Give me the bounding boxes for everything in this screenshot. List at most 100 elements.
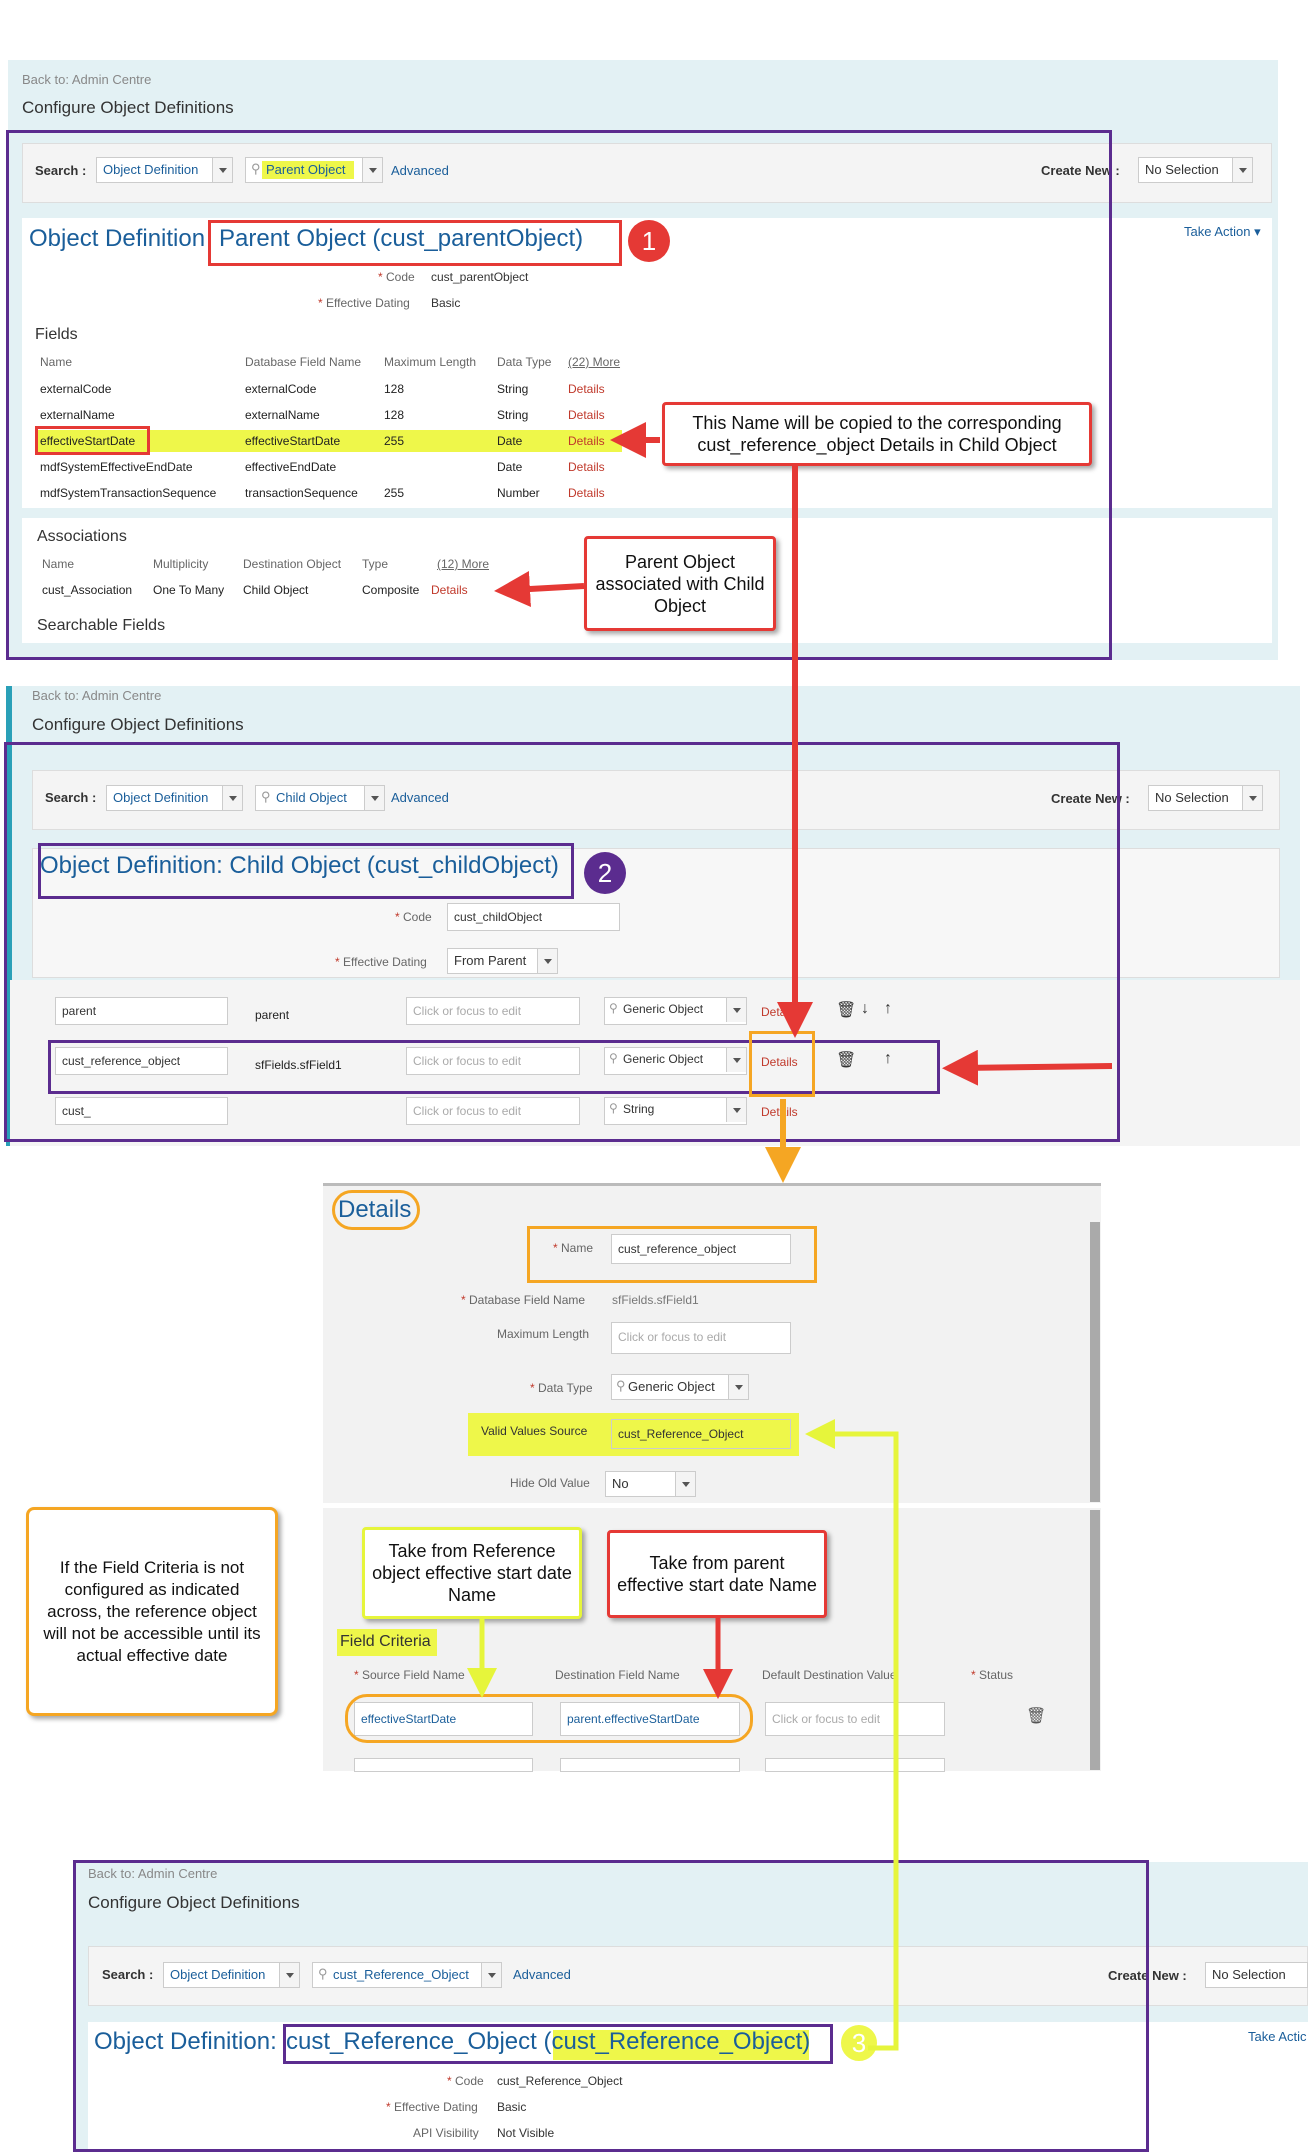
name-field[interactable]: cust_reference_object — [611, 1234, 791, 1264]
search-value-select[interactable]: ⚲cust_Reference_Object — [312, 1962, 502, 1988]
fields-column-header[interactable]: (22) More — [568, 355, 621, 369]
fields-column-header: Data Type — [497, 355, 552, 369]
create-new-select[interactable]: No Selection — [1138, 157, 1253, 183]
associations-column-header[interactable]: (12) More — [437, 557, 490, 571]
back-link[interactable]: Back to: Admin Centre — [88, 1866, 218, 1881]
field-name-input[interactable]: cust_reference_object — [55, 1047, 228, 1075]
details-link[interactable]: Details — [761, 1105, 798, 1119]
hide-old-value-label: Hide Old Value — [510, 1476, 590, 1490]
effective-dating-label: * Effective Dating — [335, 955, 427, 969]
max-length-input[interactable]: Click or focus to edit — [406, 1097, 580, 1125]
hide-old-value-select[interactable]: No — [605, 1471, 696, 1497]
trash-icon[interactable]: 🗑 — [836, 1002, 857, 1019]
page-title: Configure Object Definitions — [88, 1893, 300, 1912]
back-link[interactable]: Back to: Admin Centre — [32, 688, 162, 703]
annotation-box-name — [527, 1226, 817, 1283]
field-criteria-title: Field Criteria — [340, 1633, 431, 1650]
callout-take-from-parent: Take from parent effective start date Na… — [607, 1530, 827, 1618]
table-cell: One To Many — [153, 583, 225, 597]
effective-dating-label: * Effective Dating — [318, 296, 410, 310]
take-action-menu[interactable]: Take Actic — [1248, 2029, 1307, 2044]
arrow-ref-to-valid-values — [805, 1419, 899, 2051]
fc-source-field-2[interactable] — [354, 1758, 533, 1772]
fc-default-field[interactable]: Click or focus to edit — [765, 1702, 945, 1736]
api-visibility-value: Not Visible — [497, 2126, 555, 2140]
max-length-field[interactable]: Click or focus to edit — [611, 1322, 791, 1354]
fc-col-status: * Status — [971, 1668, 1014, 1682]
fc-col-destination: Destination Field Name — [555, 1668, 680, 1682]
field-name-input[interactable]: parent — [55, 997, 228, 1025]
details-link[interactable]: Details — [568, 408, 605, 422]
details-link[interactable]: Details — [568, 486, 605, 500]
table-cell: effectiveStartDate — [40, 434, 136, 448]
arrow-up-icon[interactable]: ↑ — [884, 1000, 892, 1017]
back-link[interactable]: Back to: Admin Centre — [22, 72, 152, 87]
arrow-up-icon[interactable]: ↑ — [884, 1050, 892, 1067]
max-length-label: Maximum Length — [497, 1327, 590, 1341]
details-link[interactable]: Details — [431, 583, 468, 597]
fc-col-source: * Source Field Name — [354, 1668, 465, 1682]
arrow-to-reference-row — [942, 1049, 1113, 1086]
trash-icon[interactable]: 🗑 — [836, 1052, 857, 1069]
advanced-link[interactable]: Advanced — [391, 790, 449, 805]
code-value: cust_Reference_Object — [497, 2074, 623, 2088]
search-type-select[interactable]: Object Definition — [96, 157, 233, 183]
heading-highlight — [553, 2030, 809, 2060]
details-link[interactable]: Details — [568, 382, 605, 396]
data-type-select[interactable]: ⚲Generic Object — [611, 1374, 749, 1400]
code-value: cust_parentObject — [431, 270, 529, 284]
effective-dating-select[interactable]: From Parent — [447, 948, 558, 974]
field-name-input[interactable]: cust_ — [55, 1097, 228, 1125]
create-new-select[interactable]: No Selection — [1205, 1962, 1308, 1988]
annotation-box-heading — [208, 220, 622, 266]
panel2-left-bar — [6, 686, 12, 1146]
code-field[interactable]: cust_childObject — [447, 903, 620, 931]
details-link[interactable]: Details — [568, 460, 605, 474]
advanced-link[interactable]: Advanced — [391, 163, 449, 178]
table-cell: mdfSystemEffectiveEndDate — [40, 460, 193, 474]
take-action-menu[interactable]: Take Action ▾ — [1184, 224, 1261, 239]
fc-destination-field[interactable]: parent.effectiveStartDate — [560, 1702, 740, 1736]
table-cell: externalCode — [40, 382, 112, 396]
step-badge-1: 1 — [628, 220, 670, 262]
table-cell: Composite — [362, 583, 420, 597]
create-new-label: Create New : — [1051, 791, 1130, 806]
object-definition-heading: Object Definition: Child Object (cust_ch… — [40, 852, 559, 879]
search-icon: ⚲ — [609, 1051, 618, 1065]
fc-source-field[interactable]: effectiveStartDate — [354, 1702, 533, 1736]
details-link[interactable]: Details — [568, 434, 605, 448]
search-value-select[interactable]: ⚲Parent Object — [245, 157, 383, 183]
table-cell: externalName — [245, 408, 320, 422]
db-field-name: sfFields.sfField1 — [255, 1058, 342, 1072]
annotation-box-panel3 — [73, 1860, 1149, 2152]
details-dialog-scrollbar-lower[interactable] — [1090, 1510, 1100, 1770]
search-value-select[interactable]: ⚲Child Object — [255, 785, 385, 811]
data-type-select[interactable]: ⚲String — [604, 1097, 747, 1125]
table-cell: 128 — [384, 382, 405, 396]
create-new-label: Create New : — [1041, 163, 1120, 178]
step-badge-3: 3 — [838, 2022, 880, 2064]
annotation-box-heading2 — [38, 843, 574, 899]
trash-icon[interactable]: 🗑 — [1026, 1708, 1047, 1725]
details-dialog-scrollbar[interactable] — [1090, 1222, 1100, 1502]
fc-default-field-2[interactable] — [765, 1758, 945, 1772]
object-definition-label: Object Definition — [29, 225, 206, 252]
search-type-select[interactable]: Object Definition — [163, 1962, 300, 1988]
fc-destination-field-2[interactable] — [560, 1758, 740, 1772]
arrow-to-association — [494, 571, 585, 607]
create-new-select[interactable]: No Selection — [1148, 785, 1263, 811]
arrow-down-icon[interactable]: ↓ — [861, 1000, 869, 1017]
search-label: Search : — [45, 790, 97, 805]
search-type-select[interactable]: Object Definition — [106, 785, 243, 811]
table-cell: 255 — [384, 434, 405, 448]
advanced-link[interactable]: Advanced — [513, 1967, 571, 1982]
object-definition-name: Parent Object (cust_parentObject) — [219, 225, 584, 252]
callout-take-from-reference: Take from Reference object effective sta… — [362, 1527, 582, 1619]
max-length-input[interactable]: Click or focus to edit — [406, 997, 580, 1025]
annotation-box-panel1 — [6, 130, 1112, 660]
valid-values-field[interactable]: cust_Reference_Object — [611, 1419, 791, 1449]
data-type-select[interactable]: ⚲Generic Object — [604, 1047, 747, 1075]
max-length-input[interactable]: Click or focus to edit — [406, 1047, 580, 1075]
data-type-select[interactable]: ⚲Generic Object — [604, 997, 747, 1025]
details-link[interactable]: Details — [761, 1055, 798, 1069]
